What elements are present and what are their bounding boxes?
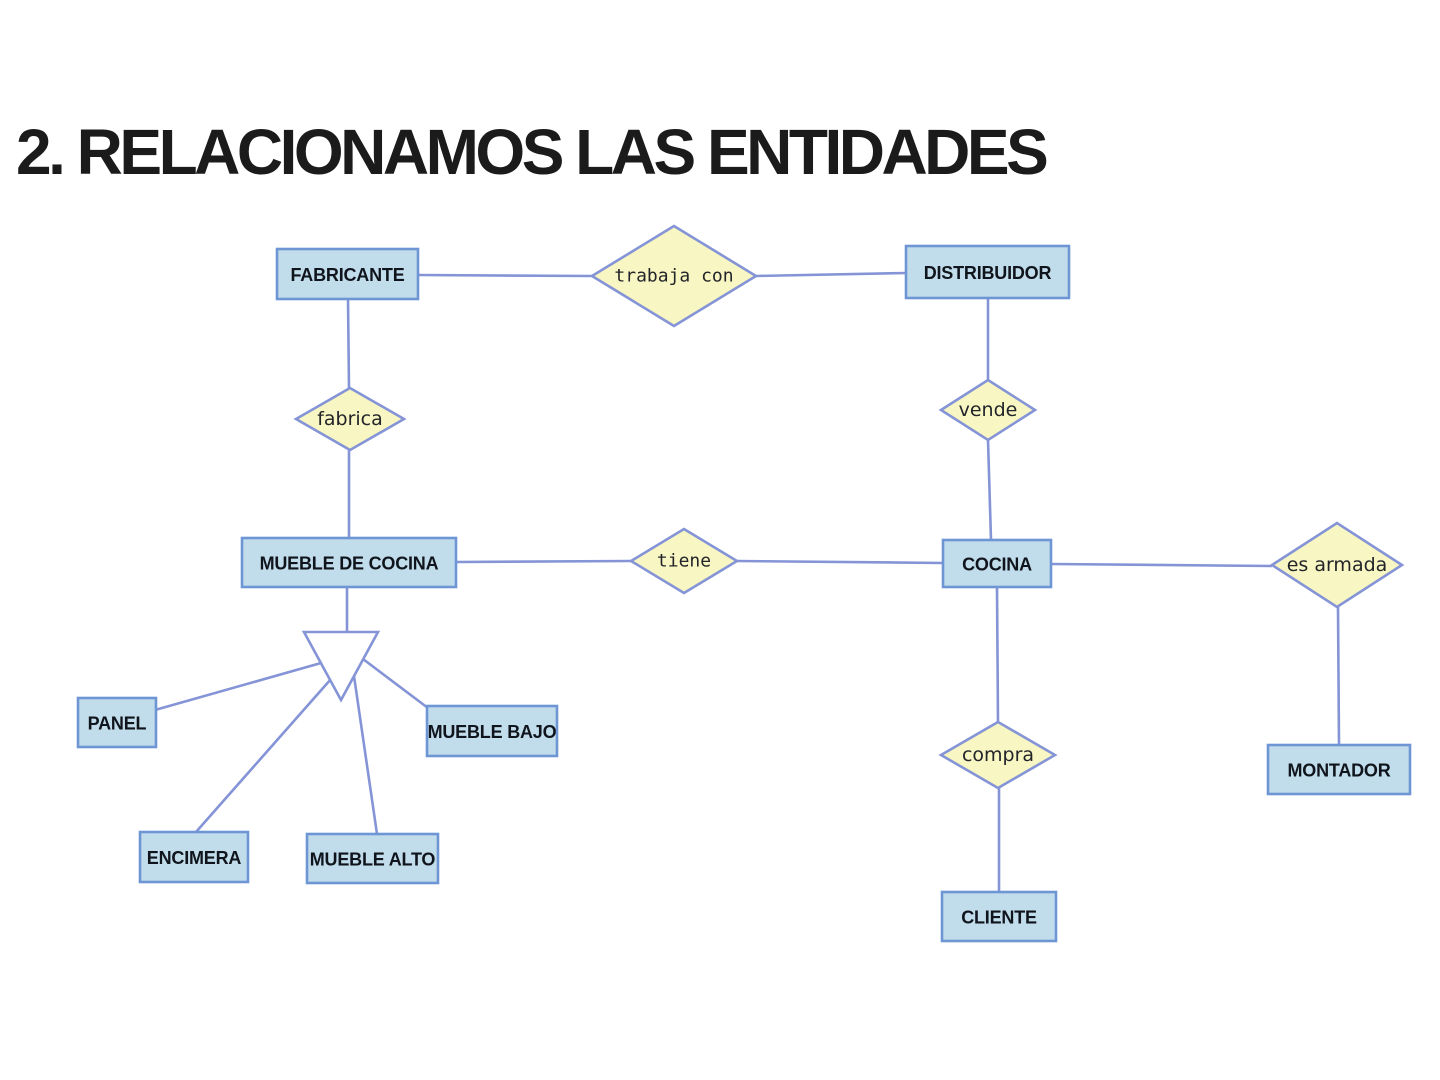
entity-box (138, 830, 250, 884)
entity-cliente: CLIENTE (940, 890, 1058, 943)
subtype-triangle-symbol (301, 630, 381, 703)
entity-box (240, 536, 458, 589)
connector-fabricante-fabrica (346, 298, 351, 389)
entity-label: MUEBLE ALTO (310, 850, 436, 870)
entity-label: ENCIMERA (147, 848, 242, 868)
entity-label: MUEBLE DE COCINA (260, 554, 439, 574)
entity-label: DISTRIBUIDOR (924, 263, 1052, 283)
entity-mueble-bajo: MUEBLE BAJO (425, 704, 559, 758)
connector-cocina-compra (995, 586, 1000, 723)
entity-montador: MONTADOR (1266, 743, 1412, 796)
entity-label: MONTADOR (1287, 761, 1390, 781)
entity-encimera: ENCIMERA (138, 830, 250, 884)
relationship-tiene: tiene (628, 527, 740, 595)
connector-mueble-de-cocina-tiene (455, 559, 632, 564)
entity-label: FABRICANTE (291, 265, 405, 285)
entity-box (275, 247, 420, 301)
relationship-diamond (938, 378, 1038, 442)
connector-subtype-mueble-bajo (362, 657, 429, 710)
connector-subtype-encimera (195, 678, 332, 833)
entity-cocina: COCINA (941, 538, 1053, 589)
connector-subtype-panel (154, 661, 322, 712)
entity-box (904, 244, 1071, 300)
relationship-vende: vende (938, 378, 1038, 442)
relationship-compra: compra (938, 720, 1058, 790)
entity-box (940, 890, 1058, 943)
entity-box (941, 538, 1053, 589)
relationship-diamond (589, 224, 759, 328)
relationship-trabaja-con: trabaja con (589, 224, 759, 328)
relationship-diamond (293, 386, 407, 452)
entity-box (425, 704, 559, 758)
relationship-diamond (628, 527, 740, 595)
relationship-label: tiene (657, 551, 711, 572)
relationship-diamond (1269, 521, 1405, 609)
connector-fabricante-trabaja-con (417, 273, 593, 278)
entity-fabricante: FABRICANTE (275, 247, 420, 301)
relationship-label: vende (959, 399, 1018, 421)
connector-subtype-mueble-alto (352, 675, 379, 835)
entity-label: MUEBLE BAJO (428, 722, 557, 742)
entity-label: COCINA (962, 555, 1032, 575)
entity-mueble-de-cocina: MUEBLE DE COCINA (240, 536, 458, 589)
relationship-label: trabaja con (614, 266, 733, 287)
connector-es-armada-montador (1336, 606, 1341, 746)
relationship-es-armada: es armada (1269, 521, 1405, 609)
entity-mueble-alto: MUEBLE ALTO (305, 832, 440, 885)
entity-box (1266, 743, 1412, 796)
page-title: 2. RELACIONAMOS LAS ENTIDADES (16, 116, 1049, 188)
relationship-label: es armada (1287, 554, 1388, 576)
entity-box (76, 696, 158, 749)
entity-label: CLIENTE (961, 908, 1037, 928)
connector-cocina-es-armada (1050, 562, 1273, 568)
entity-label: PANEL (88, 714, 147, 734)
connector-tiene-cocina (736, 559, 944, 565)
connector-vende-cocina (986, 439, 993, 541)
relationship-fabrica: fabrica (293, 386, 407, 452)
connector-trabaja-con-distribuidor (755, 271, 907, 278)
entity-panel: PANEL (76, 696, 158, 749)
entity-box (305, 832, 440, 885)
relationship-label: fabrica (317, 408, 383, 430)
relationship-label: compra (962, 744, 1034, 766)
relationship-diamond (938, 720, 1058, 790)
entity-distribuidor: DISTRIBUIDOR (904, 244, 1071, 300)
